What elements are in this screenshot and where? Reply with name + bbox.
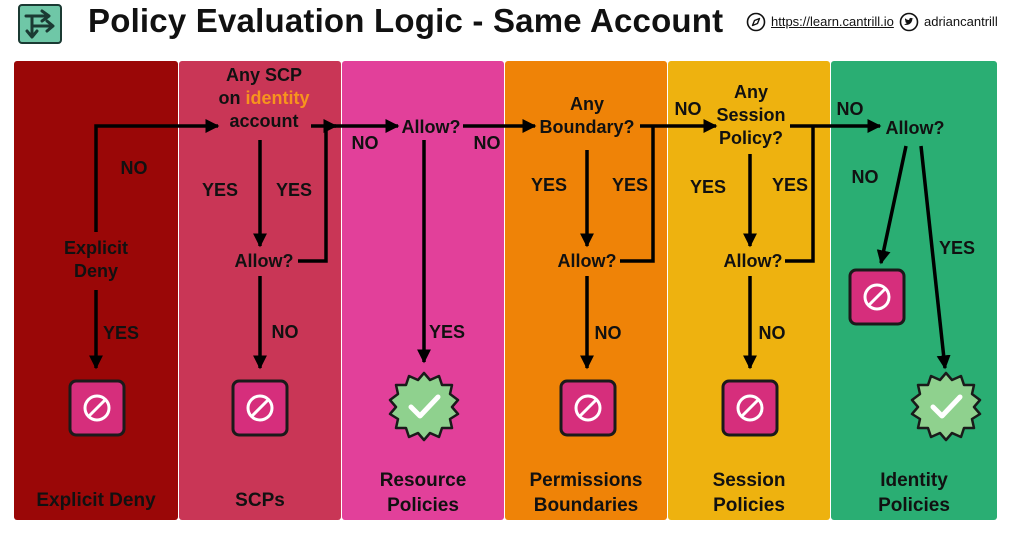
allow-check-badge-icon xyxy=(388,371,460,442)
column-label-session-line2: Policies xyxy=(713,495,785,516)
website-link[interactable]: https://learn.cantrill.io xyxy=(771,14,894,29)
deny-icon xyxy=(721,379,779,437)
edge-label-resource-no: NO xyxy=(473,133,501,153)
edge-label-resource-yes: YES xyxy=(428,322,466,342)
edge-label-scp-to-resource-no: NO xyxy=(351,133,379,153)
scp-question-highlight: identity xyxy=(245,88,310,108)
boundary-question-line2: Boundary? xyxy=(539,117,635,137)
edge-label-boundary-allow-no: NO xyxy=(594,323,622,343)
deny-icon xyxy=(848,268,906,326)
boundary-allow-question: Allow? xyxy=(557,251,617,271)
session-question-line2: Session xyxy=(716,105,786,125)
scp-question-line1: Any SCP xyxy=(225,65,303,85)
page-title: Policy Evaluation Logic - Same Account xyxy=(88,2,724,39)
edge-label-identity-no: NO xyxy=(851,167,879,187)
edge-label-session-allow-no: NO xyxy=(758,323,786,343)
boundary-question-line1: Any xyxy=(569,94,605,114)
twitter-handle[interactable]: adriancantrill xyxy=(924,14,998,29)
edge-label-boundary-to-session-no: NO xyxy=(674,99,702,119)
column-label-identity-line2: Policies xyxy=(878,495,950,516)
header: Policy Evaluation Logic - Same Account h… xyxy=(0,0,1014,50)
edge-label-boundary-yes-right: YES xyxy=(611,175,649,195)
scp-question-line2: on identity xyxy=(218,87,309,110)
column-resource-policies: Resource Policies xyxy=(342,61,504,520)
session-allow-question: Allow? xyxy=(723,251,783,271)
scp-allow-question: Allow? xyxy=(234,251,294,271)
scp-question-line3: account xyxy=(229,111,299,131)
explicit-deny-question-line2: Deny xyxy=(73,261,118,281)
scp-question-prefix: on xyxy=(218,88,246,108)
compass-icon xyxy=(746,12,766,32)
column-label-boundaries-line2: Boundaries xyxy=(533,495,639,516)
column-explicit-deny: Explicit Deny xyxy=(14,61,178,520)
deny-icon xyxy=(231,379,289,437)
flow-arrows-logo-icon xyxy=(18,4,62,44)
edge-label-session-to-identity-no: NO xyxy=(836,99,864,119)
resource-allow-question: Allow? xyxy=(401,117,461,137)
edge-label-boundary-yes-left: YES xyxy=(530,175,568,195)
twitter-bird-icon xyxy=(899,12,919,32)
boundary-question: Any Boundary? xyxy=(539,93,634,139)
explicit-deny-question-line1: Explicit xyxy=(63,238,129,258)
deny-icon xyxy=(559,379,617,437)
session-question-line3: Policy? xyxy=(718,128,784,148)
edge-label-identity-yes: YES xyxy=(938,238,976,258)
column-label-session-line1: Session xyxy=(712,470,786,491)
deny-icon xyxy=(68,379,126,437)
scp-question: Any SCP on identity account xyxy=(218,64,309,133)
column-label-scps: SCPs xyxy=(235,490,285,511)
column-label-identity-line1: Identity xyxy=(880,470,948,491)
explicit-deny-question: Explicit Deny xyxy=(64,237,128,283)
column-label-resource-line1: Resource xyxy=(379,470,467,491)
edge-label-session-yes-right: YES xyxy=(771,175,809,195)
column-label-boundaries-line1: Permissions xyxy=(529,470,643,491)
session-question-line1: Any xyxy=(733,82,768,102)
edge-label-explicit-deny-yes: YES xyxy=(102,323,140,343)
edge-label-scp-allow-no: NO xyxy=(271,322,299,342)
edge-label-session-yes-left: YES xyxy=(689,177,727,197)
edge-label-scp-yes-left: YES xyxy=(201,180,239,200)
edge-label-explicit-deny-no: NO xyxy=(120,158,148,178)
identity-allow-question: Allow? xyxy=(885,118,945,138)
column-label-explicit-deny: Explicit Deny xyxy=(36,490,156,511)
edge-label-scp-yes-right: YES xyxy=(275,180,313,200)
session-question: Any Session Policy? xyxy=(716,81,785,150)
allow-check-badge-icon xyxy=(910,371,982,442)
column-label-resource-line2: Policies xyxy=(387,495,459,516)
